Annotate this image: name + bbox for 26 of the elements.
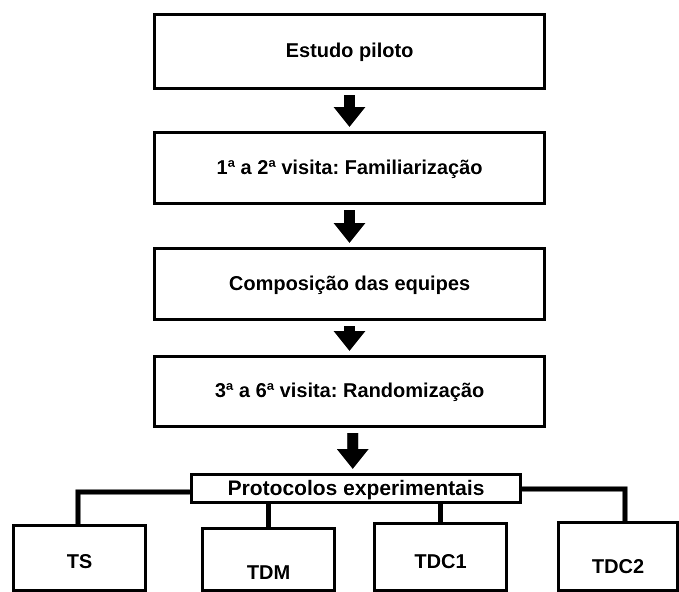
process-box [190, 473, 522, 504]
box-label: Protocolos experimentais [228, 476, 484, 500]
box-label: Estudo piloto [286, 40, 414, 63]
box-label: TS [66, 551, 92, 574]
box-label: Composição das equipes [228, 272, 470, 296]
process-box [153, 355, 546, 428]
box-label: TDM [246, 562, 290, 585]
process-box [201, 527, 336, 592]
process-box [153, 247, 546, 321]
connector-line [438, 504, 443, 522]
box-label: TDC2 [592, 556, 644, 579]
connector-line [76, 490, 190, 524]
arrow [334, 210, 366, 243]
connector-line [522, 486, 628, 521]
box-label: TDC1 [414, 551, 467, 574]
arrow [334, 326, 366, 351]
process-box [557, 521, 679, 592]
box-label: 1ª a 2ª visita: Familiarização [216, 156, 483, 180]
arrow [336, 433, 369, 469]
process-box [153, 131, 546, 205]
process-box [12, 524, 147, 592]
process-box [153, 13, 546, 90]
arrow [334, 95, 366, 127]
box-label: 3ª a 6ª visita: Randomização [214, 380, 484, 403]
process-box [373, 522, 508, 592]
connector-line [266, 504, 271, 527]
